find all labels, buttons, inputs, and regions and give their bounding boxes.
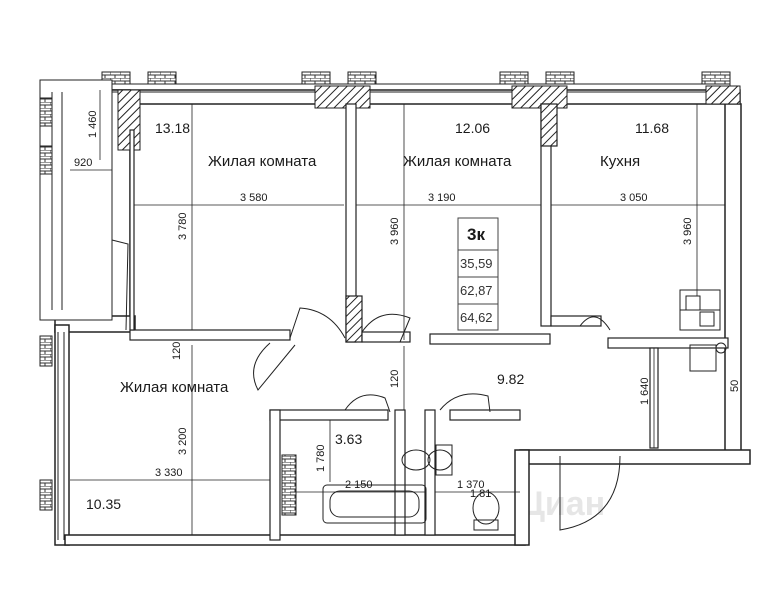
dim-balcony-height: 1 460 xyxy=(87,110,99,138)
area-hall: 9.82 xyxy=(497,371,524,387)
dim-bathroom-height: 1 780 xyxy=(315,444,327,472)
dim-living-3-width: 3 330 xyxy=(155,467,183,479)
area-living-1: 13.18 xyxy=(155,120,190,136)
room-label-living-1: Жилая комната xyxy=(208,153,317,170)
area-kitchen: 11.68 xyxy=(635,120,669,136)
edge-label: 50 xyxy=(729,380,741,392)
watermark: Циан xyxy=(520,485,605,523)
living-area: 35,59 xyxy=(460,256,493,271)
area-living-2: 12.06 xyxy=(455,120,490,136)
sink-icon xyxy=(401,444,453,476)
dim-wall-1: 120 xyxy=(171,342,183,360)
bathtub-icon xyxy=(322,484,427,524)
radiator-icon xyxy=(281,454,297,516)
dim-kitchen-height: 3 960 xyxy=(682,217,694,245)
area-bathroom: 3.63 xyxy=(335,431,362,447)
dim-living-1-height: 3 780 xyxy=(177,212,189,240)
dim-bathroom-width: 2 150 xyxy=(345,479,373,491)
full-area: 64,62 xyxy=(460,310,493,325)
dim-wall-2: 120 xyxy=(389,370,401,388)
room-label-living-2: Жилая комната xyxy=(403,153,512,170)
area-summary: 3к 35,59 62,87 64,62 xyxy=(457,217,499,331)
dim-hall-depth: 1 640 xyxy=(639,377,651,405)
windows xyxy=(101,71,741,151)
dim-balcony-width: 920 xyxy=(74,157,92,169)
dim-wc-width: 1 370 xyxy=(457,479,485,491)
dim-living-3-height: 3 200 xyxy=(177,427,189,455)
area-living-3: 10.35 xyxy=(86,496,121,512)
stove-icon xyxy=(689,342,727,372)
room-label-living-3: Жилая комната xyxy=(120,379,229,396)
dim-living-2-height: 3 960 xyxy=(389,217,401,245)
dim-kitchen-width: 3 050 xyxy=(620,192,648,204)
kitchen-sink-icon xyxy=(679,289,721,331)
dimension-labels: 3 580 3 780 3 190 3 960 3 050 3 960 3 33… xyxy=(74,110,741,491)
dim-living-1-width: 3 580 xyxy=(240,192,268,204)
dim-living-2-width: 3 190 xyxy=(428,192,456,204)
door-swings xyxy=(253,307,621,531)
dimension-lines xyxy=(70,90,725,535)
room-labels: Жилая комната 13.18 Жилая комната 12.06 … xyxy=(86,120,669,512)
area-wc: 1.81 xyxy=(470,488,491,500)
apartment-type: 3к xyxy=(467,225,485,244)
room-label-kitchen: Кухня xyxy=(600,153,640,170)
total-area: 62,87 xyxy=(460,283,493,298)
